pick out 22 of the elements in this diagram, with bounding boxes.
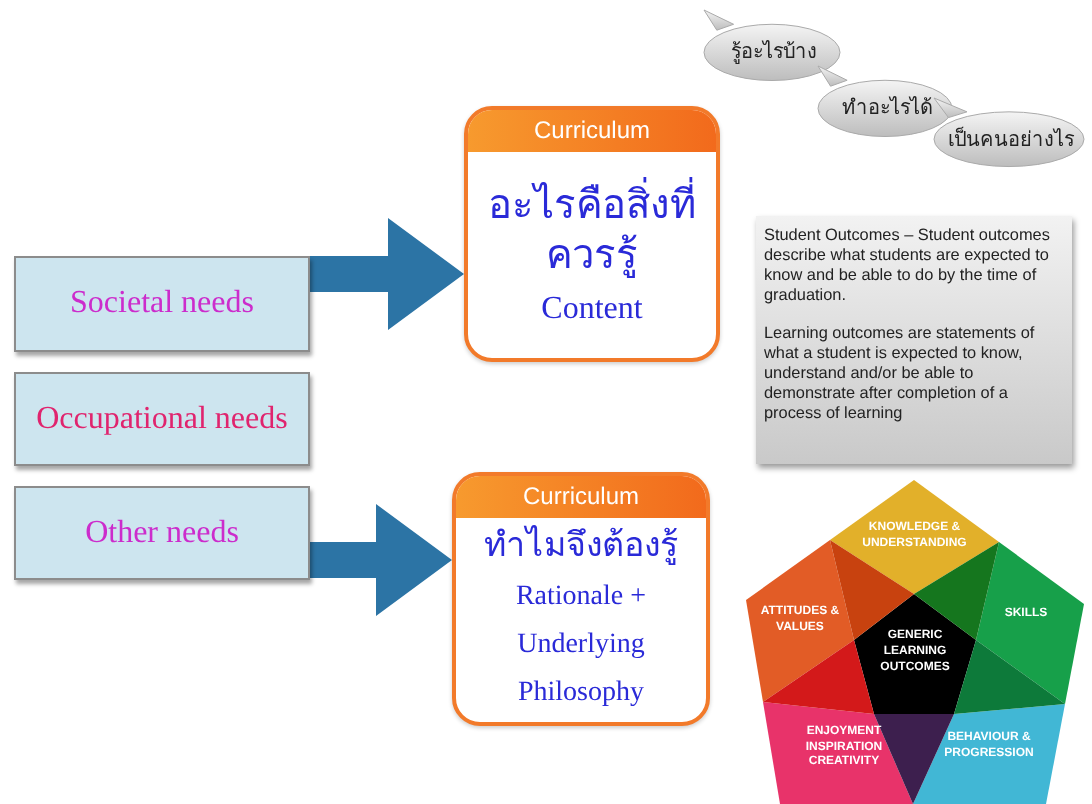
bubble-text: เป็นคนอย่างไร	[948, 124, 1074, 153]
card-text: Content	[541, 289, 643, 329]
block-arrow	[310, 218, 464, 330]
need-text: Other needs	[85, 515, 239, 551]
bubble-text: ทำอะไรได้	[842, 94, 932, 122]
card-text: Rationale + Underlying Philosophy	[513, 579, 649, 712]
need-box	[14, 486, 310, 580]
curriculum-card	[464, 106, 720, 362]
note-paragraph: Learning outcomes are statements of what a student is expected to know, understand and/or be able to demonstrate after completion of a process of learning	[764, 324, 1037, 424]
card-heading: ทำไมจึงต้องรู้	[484, 523, 678, 566]
need-box	[14, 256, 310, 352]
card-header: Curriculum	[468, 110, 716, 152]
need-text: Occupational needs	[36, 401, 288, 437]
need-text: Societal needs	[70, 286, 254, 322]
curriculum-card	[452, 472, 710, 726]
note-paragraph: Student Outcomes – Student outcomes describe what students are expected to know and be able to do by the time of graduation.	[764, 226, 1052, 306]
need-box	[14, 372, 310, 466]
note-box	[756, 216, 1072, 464]
card-heading: อะไรคือสิ่งที่ควรรู้	[480, 181, 704, 282]
card-header: Curriculum	[456, 476, 706, 518]
bubble-text: รู้อะไรบ้าง	[731, 38, 817, 66]
block-arrow	[310, 504, 452, 616]
